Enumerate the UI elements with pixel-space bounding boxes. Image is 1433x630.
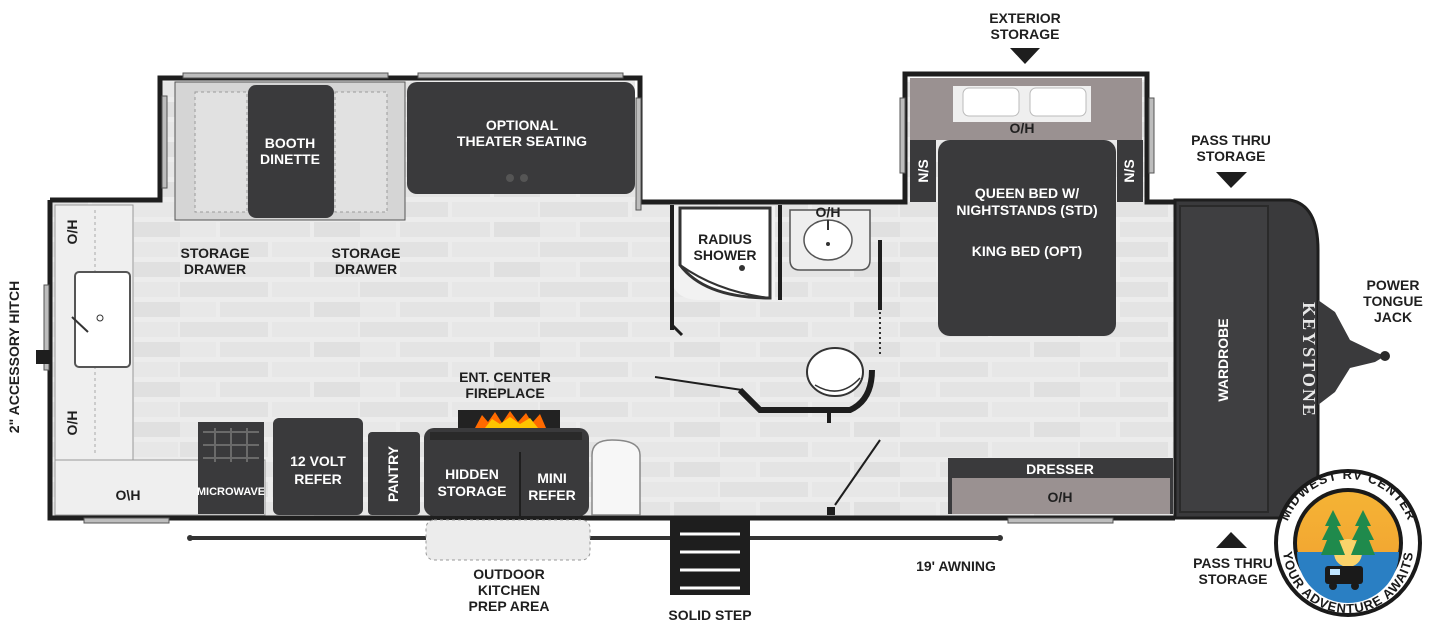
svg-text:ENT. CENTER: ENT. CENTER <box>459 369 551 385</box>
outdoor-kitchen <box>425 519 591 561</box>
recliner <box>591 439 641 516</box>
theater-seating-label: OPTIONAL THEATER SEATING <box>457 117 587 149</box>
kitchen-oh-mid-label: O/H <box>64 411 80 436</box>
svg-text:STORAGE: STORAGE <box>438 483 507 499</box>
svg-text:MINI: MINI <box>537 470 567 486</box>
ns-right-label: N/S <box>1121 159 1137 182</box>
svg-text:NIGHTSTANDS (STD): NIGHTSTANDS (STD) <box>956 202 1097 218</box>
svg-text:QUEEN BED W/: QUEEN BED W/ <box>975 185 1079 201</box>
power-tongue-jack-label: POWER TONGUE JACK <box>1363 277 1423 325</box>
wardrobe-label: WARDROBE <box>1215 318 1231 401</box>
svg-text:FIREPLACE: FIREPLACE <box>465 385 544 401</box>
svg-text:THEATER SEATING: THEATER SEATING <box>457 133 587 149</box>
svg-text:DINETTE: DINETTE <box>260 151 320 167</box>
svg-text:PREP AREA: PREP AREA <box>469 598 550 614</box>
hidden-storage-label: HIDDEN STORAGE <box>438 466 507 499</box>
kitchen-oh-top-label: O/H <box>64 220 80 245</box>
brand-label: KEYSTONE <box>1299 302 1319 418</box>
svg-text:REFER: REFER <box>294 471 341 487</box>
pass-thru-bottom-label: PASS THRU STORAGE <box>1193 555 1273 587</box>
svg-text:PASS THRU: PASS THRU <box>1193 555 1273 571</box>
awning-label: 19' AWNING <box>916 558 996 574</box>
svg-text:BOOTH: BOOTH <box>265 135 316 151</box>
radius-shower-label: RADIUS SHOWER <box>694 231 757 263</box>
booth-dinette-label: BOOTH DINETTE <box>260 135 320 167</box>
ent-center <box>424 410 589 516</box>
windows <box>43 72 1155 524</box>
queen-bed-label: QUEEN BED W/ NIGHTSTANDS (STD) <box>956 185 1097 218</box>
bathroom <box>654 205 882 515</box>
svg-text:STORAGE: STORAGE <box>332 245 401 261</box>
kitchen-oh-bottom-label: O\H <box>116 487 141 503</box>
bedroom <box>910 78 1143 336</box>
dresser-oh-label: O/H <box>1048 489 1073 505</box>
svg-text:SHOWER: SHOWER <box>694 247 757 263</box>
svg-text:STORAGE: STORAGE <box>1197 148 1266 164</box>
svg-text:RADIUS: RADIUS <box>698 231 752 247</box>
svg-text:12 VOLT: 12 VOLT <box>290 453 346 469</box>
king-bed-label: KING BED (OPT) <box>972 243 1082 259</box>
dresser <box>948 458 1173 514</box>
storage-drawer-right-label: STORAGE DRAWER <box>332 245 401 277</box>
svg-text:KITCHEN: KITCHEN <box>478 582 540 598</box>
microwave-label: MICROWAVE <box>197 486 265 498</box>
svg-text:JACK: JACK <box>1374 309 1412 325</box>
pantry <box>368 432 420 515</box>
exterior-storage-label: EXTERIOR STORAGE <box>989 10 1061 42</box>
pass-thru-top-arrow-icon <box>1216 172 1247 188</box>
dinette-area <box>174 81 635 221</box>
pantry-label: PANTRY <box>385 445 401 502</box>
svg-text:STORAGE: STORAGE <box>1199 571 1268 587</box>
svg-text:PASS THRU: PASS THRU <box>1191 132 1271 148</box>
svg-text:OUTDOOR: OUTDOOR <box>473 566 545 582</box>
dealer-logo: MIDWEST RV CENTER YOUR ADVENTURE AWAITS <box>1274 467 1422 617</box>
svg-text:REFER: REFER <box>528 487 575 503</box>
svg-text:STORAGE: STORAGE <box>991 26 1060 42</box>
front-cap <box>1173 198 1390 520</box>
svg-text:POWER: POWER <box>1367 277 1420 293</box>
outer-walls <box>47 71 1175 521</box>
ent-center-label: ENT. CENTER FIREPLACE <box>459 369 551 401</box>
solid-step <box>670 520 750 595</box>
dresser-label: DRESSER <box>1026 461 1094 477</box>
bath-oh-label: O/H <box>816 204 841 220</box>
svg-text:HIDDEN: HIDDEN <box>445 466 499 482</box>
awning <box>187 535 1003 541</box>
storage-drawer-left-label: STORAGE DRAWER <box>181 245 250 277</box>
svg-text:DRAWER: DRAWER <box>335 261 397 277</box>
bedroom-oh-label: O/H <box>1010 120 1035 136</box>
pass-thru-top-label: PASS THRU STORAGE <box>1191 132 1271 164</box>
svg-text:STORAGE: STORAGE <box>181 245 250 261</box>
svg-text:DRAWER: DRAWER <box>184 261 246 277</box>
svg-text:TONGUE: TONGUE <box>1363 293 1423 309</box>
svg-text:OPTIONAL: OPTIONAL <box>486 117 559 133</box>
pass-thru-bottom-arrow-icon <box>1216 532 1247 548</box>
solid-step-label: SOLID STEP <box>668 607 751 623</box>
microwave <box>198 422 264 514</box>
svg-text:EXTERIOR: EXTERIOR <box>989 10 1061 26</box>
refer-12v-label: 12 VOLT REFER <box>290 453 346 487</box>
ns-left-label: N/S <box>915 159 931 182</box>
accessory-hitch <box>36 350 50 364</box>
accessory-hitch-label: 2" ACCESSORY HITCH <box>6 281 22 433</box>
refer-12v <box>273 418 363 515</box>
mini-refer-label: MINI REFER <box>528 470 575 503</box>
exterior-storage-arrow-icon <box>1010 48 1040 64</box>
outdoor-kitchen-label: OUTDOOR KITCHEN PREP AREA <box>469 566 550 614</box>
